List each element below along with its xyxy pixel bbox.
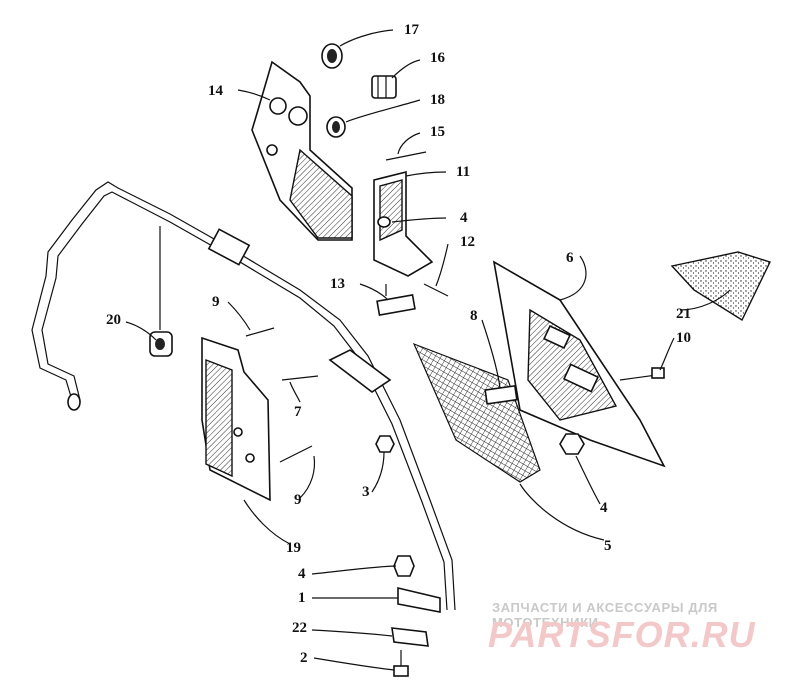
bumper-tube [31, 181, 456, 611]
bolt-2 [393, 650, 409, 677]
bushing-20 [149, 331, 173, 357]
nut-4b [559, 433, 585, 455]
callout-15: 15 [430, 124, 445, 140]
bolt-15 [385, 151, 427, 161]
bolt-10 [619, 367, 665, 381]
nut-4c [393, 555, 415, 577]
callout-6: 6 [566, 250, 574, 266]
mount-plate-14 [251, 60, 353, 241]
pad-8 [484, 384, 518, 405]
plate-22 [391, 627, 429, 647]
plate-19 [201, 336, 271, 502]
callout-17: 17 [404, 22, 420, 38]
callout-11: 11 [456, 164, 470, 180]
callout-1: 1 [298, 590, 306, 606]
callout-4-top: 4 [460, 210, 468, 226]
bracket-11 [373, 170, 434, 277]
watermark-logo: PARTSFOR.RU [488, 614, 756, 655]
callout-5: 5 [604, 538, 612, 554]
bushing-16 [371, 75, 397, 99]
grommet-17 [321, 43, 343, 69]
callout-9-lower: 9 [294, 492, 302, 508]
callout-labels: 17 16 14 18 15 11 4 12 13 6 21 10 8 9 20… [106, 22, 691, 666]
nut-3 [375, 435, 395, 453]
callout-7: 7 [294, 404, 302, 420]
callout-4-right: 4 [600, 500, 608, 516]
screw-9a [245, 327, 275, 337]
callout-16: 16 [430, 50, 446, 66]
watermark-caption: ЗАПЧАСТИ И АКСЕССУАРЫ ДЛЯ МОТОТЕХНИКИ [492, 600, 718, 630]
leader-lines [125, 29, 731, 671]
callout-10: 10 [676, 330, 691, 346]
panel-21 [670, 251, 771, 322]
side-panel-6 [492, 260, 666, 468]
small-bracket [328, 349, 392, 393]
callout-19: 19 [286, 540, 301, 556]
bracket-1 [397, 586, 441, 613]
grommet-18 [326, 116, 346, 138]
screw-7 [281, 375, 319, 381]
mesh-screen-5 [412, 342, 541, 483]
callout-9-upper: 9 [212, 294, 220, 310]
callout-14: 14 [208, 83, 224, 99]
callout-2: 2 [300, 650, 308, 666]
callout-8: 8 [470, 308, 478, 324]
callout-20: 20 [106, 312, 121, 328]
callout-3: 3 [362, 484, 370, 500]
bolt-12 [423, 283, 449, 297]
callout-4-lower: 4 [298, 566, 306, 582]
callout-13: 13 [330, 276, 345, 292]
callout-22: 22 [292, 620, 307, 636]
screw-9b [279, 445, 313, 463]
callout-21: 21 [676, 306, 691, 322]
clip-13 [376, 284, 416, 316]
callout-18: 18 [430, 92, 445, 108]
callout-12: 12 [460, 234, 475, 250]
